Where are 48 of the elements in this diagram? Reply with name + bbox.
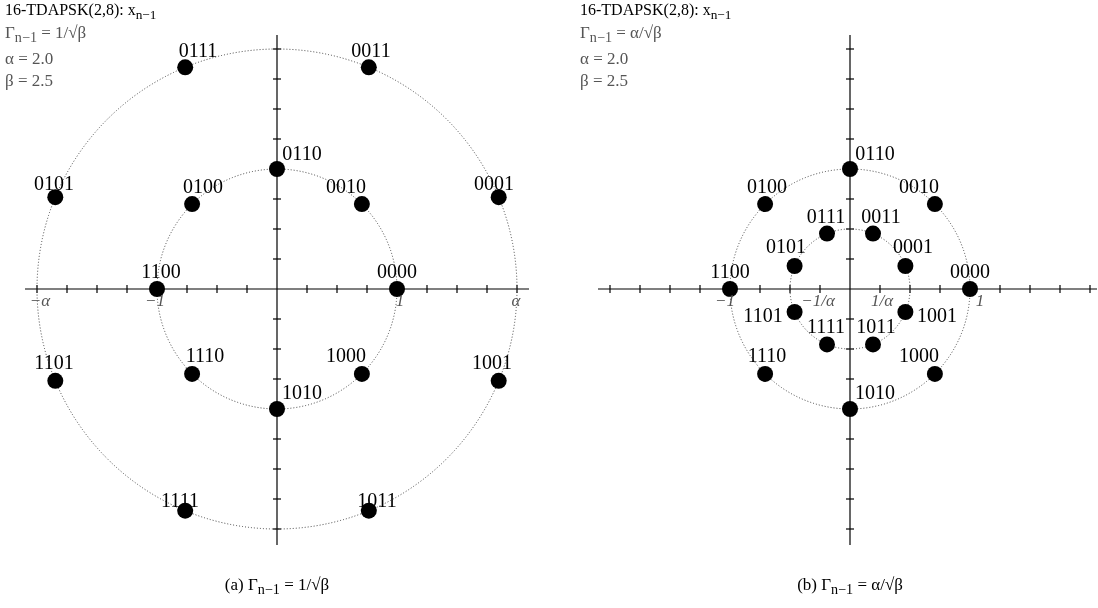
bit-label: 0001 <box>474 173 514 193</box>
parameter-label: α = 2.0 <box>5 49 54 67</box>
bit-label: 1100 <box>141 261 181 281</box>
bit-label: 0110 <box>282 143 322 163</box>
tick-label: −1 <box>145 291 165 309</box>
parameter-label: Γ$_{n−1}$ = 1/√β <box>5 23 87 45</box>
bit-label: 1111 <box>807 316 845 336</box>
bit-label: 0010 <box>326 176 366 196</box>
bit-label: 0111 <box>806 206 846 226</box>
parameter-label: Γ$_{n−1}$ = α/√β <box>580 23 662 45</box>
bit-label: 1011 <box>856 316 896 336</box>
tick-label: 1/α <box>870 291 894 309</box>
bit-label: 1010 <box>282 382 322 402</box>
bit-label: 0101 <box>766 236 806 256</box>
tick-label: −1 <box>715 291 735 309</box>
bit-label: 1000 <box>899 345 939 365</box>
bit-label: 1110 <box>185 345 225 365</box>
bit-label: 1101 <box>743 305 783 325</box>
bit-label: 1001 <box>472 352 512 372</box>
bit-label: 0000 <box>377 261 417 281</box>
tick-label: 1 <box>395 291 405 309</box>
tick-label: −α <box>29 291 51 309</box>
plot-title: 16-TDAPSK(2,8): x$_{n−1}$ <box>580 2 732 22</box>
bit-label: 0100 <box>183 176 223 196</box>
tick-label: −1/α <box>801 291 835 309</box>
bit-label: 0101 <box>34 173 74 193</box>
bit-label: 0001 <box>893 236 933 256</box>
bit-label: 0011 <box>351 40 391 60</box>
bit-label: 0011 <box>861 206 901 226</box>
bit-label: 0010 <box>899 176 939 196</box>
bit-label: 1100 <box>710 261 750 281</box>
bit-label: 1110 <box>747 345 787 365</box>
bit-label: 1101 <box>34 352 74 372</box>
bit-label: 1000 <box>326 345 366 365</box>
tick-label: α <box>511 291 521 309</box>
figure-caption: (a) Γ$_{n−1}$ = 1/√β <box>224 575 330 597</box>
parameter-label: α = 2.0 <box>580 49 629 67</box>
bit-label: 1010 <box>855 382 895 402</box>
plot-title: 16-TDAPSK(2,8): x$_{n−1}$ <box>5 2 157 22</box>
bit-label: 1001 <box>917 305 957 325</box>
figure-caption: (b) Γ$_{n−1}$ = α/√β <box>797 575 903 597</box>
parameter-label: β = 2.5 <box>5 71 53 89</box>
tick-label: 1 <box>975 291 985 309</box>
parameter-label: β = 2.5 <box>580 71 628 89</box>
bit-label: 0100 <box>747 176 787 196</box>
bit-label: 0111 <box>178 40 218 60</box>
bit-label: 0110 <box>855 143 895 163</box>
bit-label: 0000 <box>950 261 990 281</box>
